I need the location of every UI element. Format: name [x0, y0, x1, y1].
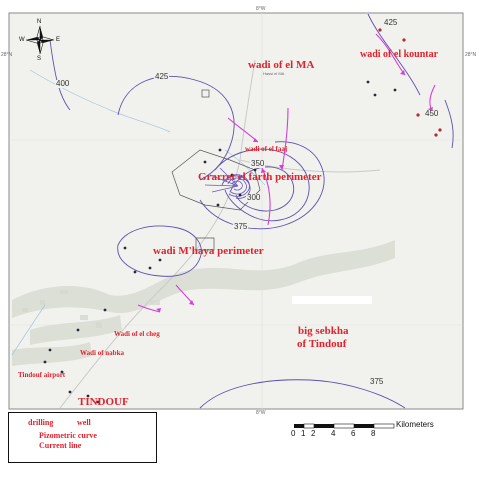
scale-tick-6: 6	[351, 429, 356, 438]
contour-425-mid	[117, 75, 235, 181]
label-grarret-perimeter: Grarret el farth perimeter	[198, 171, 322, 183]
contour-label-350: 350	[250, 159, 266, 168]
label-wadi-mhaya-perimeter: wadi M'haya perimeter	[153, 245, 264, 257]
label-tindouf-airport: Tindouf airport	[18, 371, 66, 379]
scale-bar: 0 1 2 4 6 8 Kilometers	[290, 420, 440, 442]
coord-bottom: 8°W	[256, 410, 266, 416]
legend-well: well	[77, 418, 91, 427]
contour-label-300: 300	[246, 193, 262, 202]
contour-label-450: 450	[424, 109, 440, 118]
compass-rose	[25, 25, 55, 55]
legend-drilling: drilling	[28, 418, 54, 427]
label-wadi-el-faaj: wadi of el faaj	[245, 145, 288, 153]
label-big-sebkha: big sebkha	[298, 325, 349, 337]
contour-425-top	[367, 13, 421, 96]
coord-right: 28°N	[465, 52, 477, 58]
compass-s: S	[37, 56, 42, 62]
label-wadi-nabka: Wadi of nabka	[80, 349, 124, 357]
map-legend: drilling well Pizometric curve Current l…	[8, 412, 157, 463]
contour-label-375-mid: 375	[233, 222, 249, 231]
well-points	[378, 28, 442, 137]
scale-unit: Kilometers	[396, 420, 434, 429]
contour-380	[229, 166, 295, 212]
scale-tick-2: 2	[311, 429, 316, 438]
legend-current: Current line	[39, 441, 82, 450]
rivers	[11, 69, 266, 356]
contour-450	[444, 99, 454, 149]
contour-label-400: 400	[55, 79, 71, 88]
label-place-small: Hassi el MA	[263, 71, 285, 76]
label-wadi-el-cheg: Wadi of el cheg	[114, 330, 160, 338]
sebkha-mark	[292, 296, 372, 304]
scale-tick-1: 1	[301, 429, 306, 438]
contour-375-left	[117, 225, 202, 277]
scale-tick-8: 8	[371, 429, 376, 438]
label-wadi-el-kountar: wadi of el kountar	[360, 49, 439, 60]
contour-350	[214, 148, 310, 222]
scale-tick-4: 4	[331, 429, 336, 438]
contour-label-425-top: 425	[383, 18, 399, 27]
coord-left: 28°N	[1, 52, 13, 58]
legend-piezometric: Pizometric curve	[39, 431, 97, 440]
scale-bar-graphic	[294, 423, 395, 429]
perimeters	[171, 89, 261, 251]
contour-label-425-mid: 425	[154, 72, 170, 81]
compass-e: E	[56, 37, 61, 43]
label-tindouf: TINDOUF	[78, 396, 129, 408]
contour-375-bot	[199, 379, 406, 409]
contour-375	[199, 141, 325, 230]
label-of-tindouf: of Tindouf	[297, 338, 347, 350]
contour-cluster	[204, 167, 250, 197]
scale-tick-0: 0	[291, 429, 296, 438]
compass-w: W	[19, 37, 25, 43]
contour-label-375-bot: 375	[369, 377, 385, 386]
label-wadi-el-ma: wadi of el MA	[248, 59, 315, 71]
compass-n: N	[37, 19, 42, 25]
map-frame	[8, 12, 464, 410]
coord-top: 8°W	[256, 6, 266, 12]
